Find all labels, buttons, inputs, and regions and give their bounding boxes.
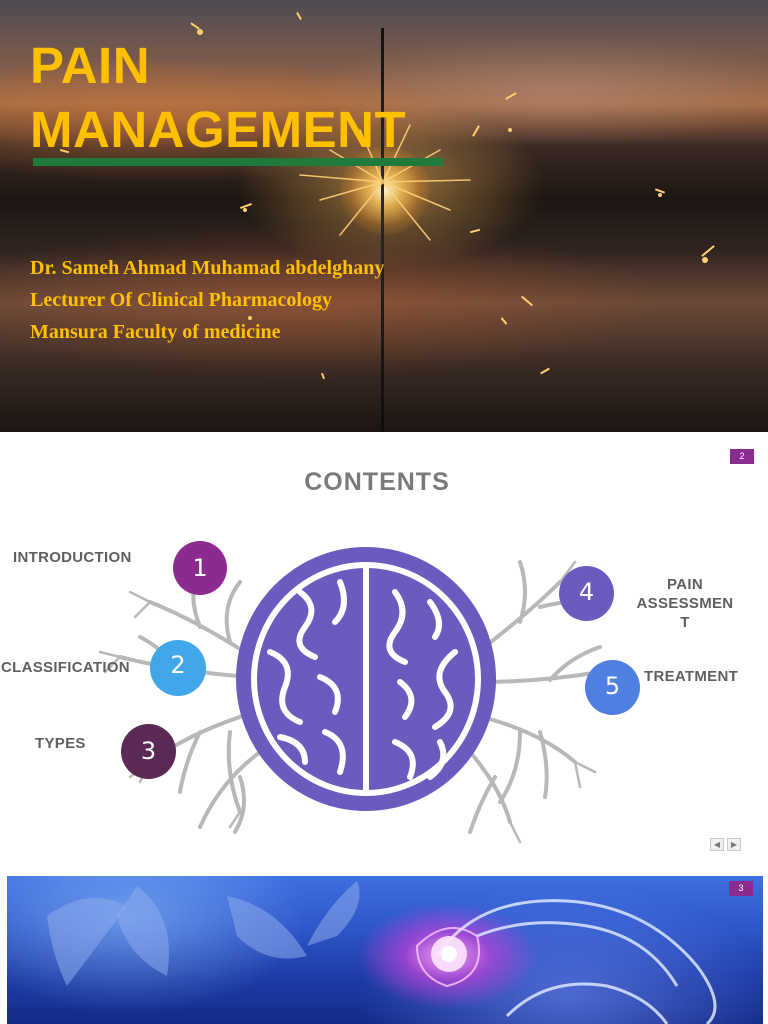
title-line: PAIN — [30, 37, 151, 94]
sparkler-stick — [381, 28, 384, 432]
author-position: Lecturer Of Clinical Pharmacology — [30, 289, 332, 311]
contents-item-classification-label: CLASSIFICATION — [1, 659, 130, 676]
sparks-graphic — [59, 12, 715, 380]
contents-item-introduction-label: INTRODUCTION — [13, 549, 132, 566]
title-underline — [33, 158, 443, 166]
contents-item-3-badge: 3 — [121, 724, 176, 779]
slide-3-preview: 3 — [7, 876, 763, 1024]
author-institution: Mansura Faculty of medicine — [30, 321, 281, 343]
contents-item-types-label: TYPES — [35, 735, 86, 752]
presentation-title: PAIN MANAGEMENT — [30, 34, 406, 162]
contents-slide: 2 CONTENTS — [0, 432, 768, 864]
title-line: MANAGEMENT — [30, 101, 407, 158]
label-line: T — [680, 614, 690, 631]
slide-navigation: ◀▶ — [710, 838, 744, 856]
slide-number-badge: 3 — [729, 881, 753, 896]
previous-slide-button[interactable]: ◀ — [710, 838, 724, 851]
title-slide: PAIN MANAGEMENT Dr. Sameh Ahmad Muhamad … — [0, 0, 768, 432]
label-line: ASSESSMEN — [636, 595, 734, 612]
author-info: Dr. Sameh Ahmad Muhamad abdelghany Lectu… — [30, 252, 384, 348]
contents-item-5-badge: 5 — [585, 660, 640, 715]
contents-item-pain-assessment-label: PAIN ASSESSMEN T — [629, 575, 741, 632]
contents-item-treatment-label: TREATMENT — [644, 668, 739, 685]
contents-item-1-badge: 1 — [173, 541, 227, 595]
contents-item-2-badge: 2 — [150, 640, 206, 696]
contents-heading: CONTENTS — [304, 468, 450, 496]
next-slide-button[interactable]: ▶ — [727, 838, 741, 851]
contents-item-4-badge: 4 — [559, 566, 614, 621]
brain-icon — [236, 547, 496, 811]
label-line: PAIN — [667, 576, 703, 593]
slide-number-badge: 2 — [730, 449, 754, 464]
brain-graphic — [98, 547, 622, 844]
triangle-right-icon: ▶ — [730, 840, 738, 849]
triangle-left-icon: ◀ — [713, 840, 721, 849]
human-body-illustration — [47, 881, 717, 1024]
author-name: Dr. Sameh Ahmad Muhamad abdelghany — [30, 257, 385, 279]
